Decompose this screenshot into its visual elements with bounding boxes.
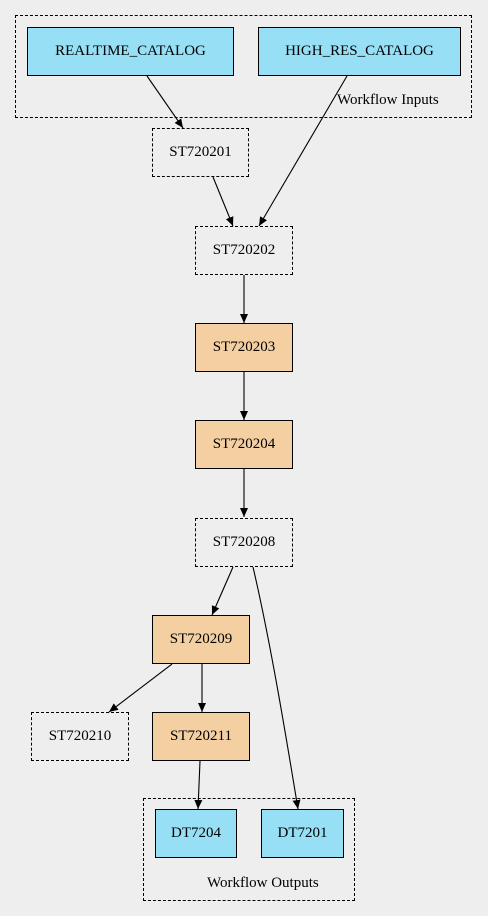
node-st720209[interactable]: ST720209	[152, 615, 250, 664]
edge-high-res-catalog-to-st720202	[258, 75, 348, 227]
edge-st720208-to-dt7201	[252, 566, 301, 810]
edge-st720209-to-st720210	[108, 663, 173, 713]
node-st720201[interactable]: ST720201	[152, 128, 249, 177]
edge-st720208-to-st720209	[211, 566, 234, 616]
node-realtime-catalog[interactable]: REALTIME_CATALOG	[27, 27, 234, 76]
edge-st720211-to-dt7204	[194, 760, 203, 810]
node-st720211[interactable]: ST720211	[152, 712, 250, 761]
node-high-res-catalog[interactable]: HIGH_RES_CATALOG	[258, 27, 461, 76]
workflow-outputs-label: Workflow Outputs	[207, 875, 319, 891]
workflow-inputs-group	[15, 15, 472, 118]
node-dt7204[interactable]: DT7204	[155, 809, 237, 858]
node-st720204[interactable]: ST720204	[195, 420, 293, 469]
edge-realtime-catalog-to-st720201	[146, 75, 184, 129]
node-st720202[interactable]: ST720202	[195, 226, 293, 275]
workflow-inputs-label: Workflow Inputs	[337, 92, 439, 108]
node-st720208[interactable]: ST720208	[195, 518, 293, 567]
node-dt7201[interactable]: DT7201	[261, 809, 344, 858]
workflow-outputs-group	[143, 798, 355, 901]
node-st720203[interactable]: ST720203	[195, 323, 293, 372]
edge-st720201-to-st720202	[212, 176, 234, 227]
node-st720210[interactable]: ST720210	[31, 712, 129, 761]
